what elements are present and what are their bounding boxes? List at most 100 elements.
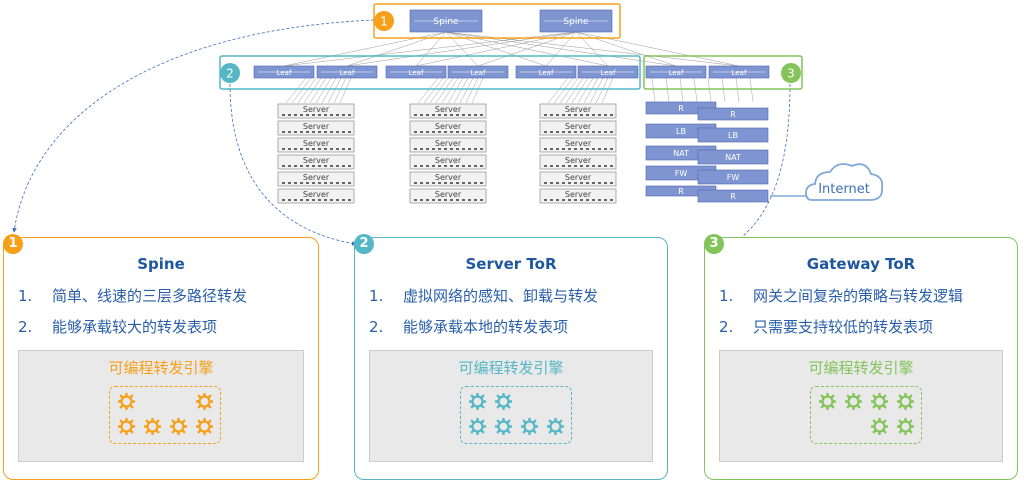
server-unit: Server xyxy=(277,154,355,170)
callout-number: 3 xyxy=(787,67,795,81)
item-text: 能够承载较大的转发表项 xyxy=(52,318,218,336)
server-tor-panel-title: Server ToR xyxy=(465,255,557,273)
server-label: Server xyxy=(435,190,462,199)
server-unit: Server xyxy=(277,120,355,136)
spine-panel-title: Spine xyxy=(137,255,185,273)
list-item: 1. 简单、线速的三层多路径转发 xyxy=(18,285,247,316)
item-text: 能够承载本地的转发表项 xyxy=(403,318,569,336)
list-item: 1. 网关之间复杂的策略与转发逻辑 xyxy=(719,285,963,316)
callout-badge-2: 2 xyxy=(220,63,240,83)
server-unit: Server xyxy=(539,154,617,170)
server-unit: Server xyxy=(539,188,617,204)
server-label: Server xyxy=(565,173,592,182)
gateway-device: LB xyxy=(697,127,769,143)
gateway-device: NAT xyxy=(697,149,769,165)
gear-icon xyxy=(196,418,213,435)
leaf-switch: Leaf xyxy=(708,65,770,79)
item-text: 虚拟网络的感知、卸载与转发 xyxy=(403,287,599,305)
leaf-switch-label: Leaf xyxy=(539,69,554,77)
server-label: Server xyxy=(435,122,462,131)
item-number: 1. xyxy=(18,287,33,305)
server-label: Server xyxy=(303,173,330,182)
server-label: Server xyxy=(303,156,330,165)
spine-switch-label: Spine xyxy=(563,17,589,27)
callout-number: 2 xyxy=(226,67,234,81)
list-item: 2. 只需要支持较低的转发表项 xyxy=(719,316,963,347)
server-unit: Server xyxy=(277,137,355,153)
server-label: Server xyxy=(303,122,330,131)
list-item: 1. 虚拟网络的感知、卸载与转发 xyxy=(369,285,598,316)
leaf-switch: Leaf xyxy=(253,65,315,79)
spine-switch-label: Spine xyxy=(433,17,459,27)
server-unit: Server xyxy=(539,103,617,119)
gear-icon xyxy=(897,393,914,410)
list-item: 2. 能够承载较大的转发表项 xyxy=(18,316,247,347)
gear-icon xyxy=(897,418,914,435)
callout-arrow xyxy=(12,19,375,233)
gear-icon xyxy=(196,393,213,410)
callout-badge-3: 3 xyxy=(781,63,801,83)
gear-icon xyxy=(118,418,135,435)
gateway-device: R xyxy=(697,189,769,203)
leaf-switch: Leaf xyxy=(577,65,639,79)
item-text: 只需要支持较低的转发表项 xyxy=(753,318,934,336)
gateway-tor-panel: 3 Gateway ToR 1.网关之间复杂的策略与转发逻辑 2.只需要支持较低… xyxy=(704,234,1018,480)
server-label: Server xyxy=(303,190,330,199)
server-tor-panel: 2 Server ToR 1.虚拟网络的感知、卸载与转发 2.能够承载本地的转发… xyxy=(354,234,668,480)
gateway-tor-points-list: 1. 网关之间复杂的策略与转发逻辑 2. 只需要支持较低的转发表项 xyxy=(719,285,963,347)
item-number: 1. xyxy=(369,287,384,305)
item-number: 1. xyxy=(719,287,734,305)
spine-switch: Spine xyxy=(409,9,483,33)
server-unit: Server xyxy=(409,154,487,170)
leaf-switch-label: Leaf xyxy=(669,69,684,77)
item-number: 2. xyxy=(719,318,734,336)
server-unit: Server xyxy=(409,103,487,119)
gateway-device-label: FW xyxy=(675,169,688,178)
gateway-device-label: LB xyxy=(728,131,738,140)
server-unit: Server xyxy=(409,171,487,187)
leaf-switch-label: Leaf xyxy=(277,69,292,77)
item-number: 2. xyxy=(18,318,33,336)
gateway-device-label: FW xyxy=(727,173,740,182)
spine-panel: 1 Spine 1. 简单、线速的三层多路径转发 2. 能够承载较大的转发表项 可编… xyxy=(3,234,319,480)
gear-icon xyxy=(819,393,836,410)
server-label: Server xyxy=(435,139,462,148)
leaf-switch: Leaf xyxy=(447,65,509,79)
gear-icon xyxy=(495,418,512,435)
leaf-switch-label: Leaf xyxy=(471,69,486,77)
leaf-switch: Leaf xyxy=(316,65,378,79)
gateway-device-label: R xyxy=(730,110,736,119)
programmable-engine-box: 可编程转发引擎 xyxy=(18,350,304,462)
server-unit: Server xyxy=(409,137,487,153)
gear-icon xyxy=(871,393,888,410)
item-text: 简单、线速的三层多路径转发 xyxy=(52,287,248,305)
gear-group xyxy=(109,386,221,444)
gateway-device-label: R xyxy=(678,104,684,113)
item-text: 网关之间复杂的策略与转发逻辑 xyxy=(753,287,964,305)
engine-title: 可编程转发引擎 xyxy=(108,359,214,377)
panel-badge-1: 1 xyxy=(3,234,23,254)
server-label: Server xyxy=(435,173,462,182)
programmable-engine-box: 可编程转发引擎 xyxy=(369,350,653,462)
list-item: 2.能够承载本地的转发表项 xyxy=(369,316,598,347)
leaf-switch-label: Leaf xyxy=(340,69,355,77)
spine-points-list: 1. 简单、线速的三层多路径转发 2. 能够承载较大的转发表项 xyxy=(18,285,247,347)
gear-icon xyxy=(871,418,888,435)
callout-badge-1: 1 xyxy=(374,11,394,31)
callout-number: 1 xyxy=(380,15,388,29)
server-unit: Server xyxy=(539,171,617,187)
gear-icon xyxy=(845,393,862,410)
gear-group xyxy=(460,386,572,444)
internet-label: Internet xyxy=(818,182,870,197)
gear-icon xyxy=(469,418,486,435)
engine-title: 可编程转发引擎 xyxy=(808,359,914,377)
gateway-device-label: NAT xyxy=(725,153,741,162)
panel-badge-3: 3 xyxy=(704,234,724,254)
gear-icon xyxy=(469,393,486,410)
gear-icon xyxy=(170,418,187,435)
gateway-device-label: LB xyxy=(676,127,686,136)
callout-arrow xyxy=(729,83,791,247)
engine-title: 可编程转发引擎 xyxy=(458,359,564,377)
gateway-tor-group-box xyxy=(643,55,803,90)
callout-arrow xyxy=(229,83,357,246)
